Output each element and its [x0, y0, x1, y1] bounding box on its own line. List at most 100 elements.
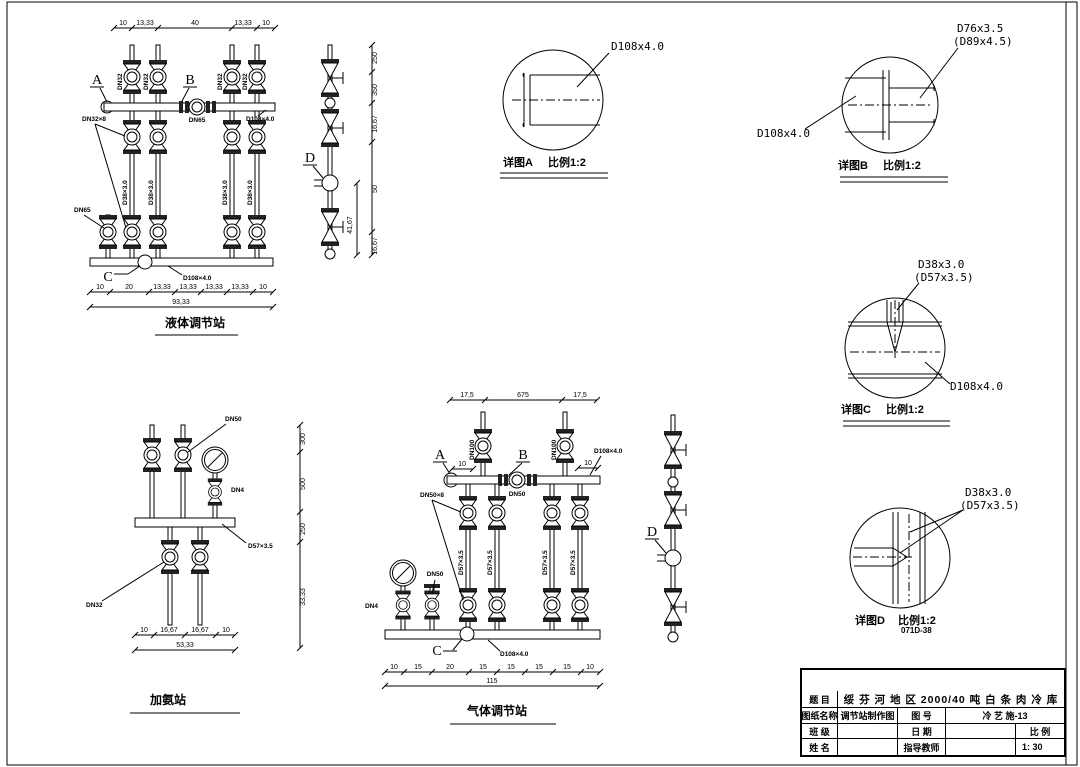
- globe-valve: [487, 495, 507, 531]
- point-a-label: A: [435, 448, 446, 463]
- field-drawing-no-label: 图 号: [898, 708, 946, 724]
- svg-text:675: 675: [517, 392, 529, 399]
- svg-text:41,67: 41,67: [347, 216, 354, 234]
- detail-d-caption: 详图D: [855, 613, 885, 627]
- charge-valve: [423, 590, 441, 620]
- field-drawing-name-label: 图纸名称: [802, 708, 838, 724]
- pipe-tee: [137, 254, 153, 270]
- field-date-label: 日 期: [898, 724, 946, 739]
- globe-valve: [122, 119, 142, 155]
- globe-valve: [222, 59, 242, 95]
- globe-valve: [247, 119, 267, 155]
- svg-text:10: 10: [222, 627, 230, 634]
- point-a-label: A: [92, 73, 103, 88]
- pressure-gauge: [389, 559, 417, 587]
- detail-d: D38x3.0 (D57x3.5) 详图D 比例1:2 071D-38: [849, 486, 1020, 635]
- field-drawing-no-value: 冷 艺 施-13: [946, 708, 1064, 724]
- svg-text:17,5: 17,5: [573, 392, 587, 399]
- globe-valve: [473, 428, 493, 464]
- globe-valve: [487, 587, 507, 623]
- title-block-spacer: [802, 670, 1064, 691]
- globe-valve: [458, 495, 478, 531]
- svg-text:10: 10: [458, 461, 466, 468]
- pipe-tee: [459, 626, 475, 642]
- point-b-label: B: [185, 73, 194, 88]
- svg-text:10: 10: [584, 460, 592, 467]
- riser-size-label: D38×3.0: [247, 180, 254, 205]
- dimension-line: 10 16,67 16,67 10 53,33: [131, 627, 239, 654]
- detail-c-scale: 比例1:2: [886, 402, 924, 416]
- dn50-label: DN50: [427, 571, 444, 578]
- svg-text:50: 50: [372, 185, 379, 193]
- svg-text:53,33: 53,33: [176, 642, 194, 649]
- pipe-riser: [197, 526, 203, 626]
- detail-c-branch-label2: (D57x3.5): [914, 271, 974, 284]
- pipe-union: [667, 476, 679, 488]
- field-class-label: 班 级: [802, 724, 838, 739]
- field-date-value: [946, 724, 1016, 739]
- dn4-label: DN4: [231, 487, 244, 494]
- riser-size-label: D57×3.5: [487, 550, 494, 575]
- bottom-header-size-label: D108×4.0: [500, 651, 529, 658]
- valve-group-label: DN32×8: [82, 116, 106, 123]
- detail-circle: [502, 49, 604, 151]
- detail-b: D76x3.5 (D89x4.5) D108x4.0 详图B 比例1:2: [757, 22, 1013, 183]
- globe-valve: [190, 539, 210, 575]
- svg-text:20: 20: [446, 664, 454, 671]
- svg-text:250: 250: [372, 52, 379, 64]
- station-title: 液体调节站: [165, 315, 225, 330]
- dimension-line: 10 20 13,33 13,33 13,33 13,33 10 93,33: [86, 284, 277, 311]
- globe-valve: [542, 495, 562, 531]
- title-block: 题 目 绥 芬 河 地 区 2000/40 吨 白 条 肉 冷 库 图纸名称 调…: [800, 668, 1066, 757]
- svg-text:500: 500: [300, 478, 307, 490]
- ammonia-station: DN50 DN4 D57×3.5 DN32 300 500 250 33,33 …: [86, 416, 307, 714]
- detail-a-scale: 比例1:2: [548, 155, 586, 169]
- svg-text:13,33: 13,33: [179, 284, 197, 291]
- svg-text:16,67: 16,67: [160, 627, 178, 634]
- detail-circle: [849, 507, 951, 609]
- point-d-label: D: [305, 151, 315, 166]
- svg-text:15: 15: [507, 664, 515, 671]
- branch-tee: [664, 549, 682, 567]
- gauge-valve: [394, 590, 412, 620]
- detail-b-small-pipe-label: D76x3.5: [957, 22, 1003, 35]
- svg-text:93,33: 93,33: [172, 299, 190, 306]
- riser-size-label: D57×3.5: [570, 550, 577, 575]
- riser-size-label: D38×3.0: [122, 180, 129, 205]
- side-valve-size-label: DN65: [74, 207, 91, 214]
- dn50-label: DN50: [225, 416, 242, 423]
- svg-text:16,67: 16,67: [191, 627, 209, 634]
- detail-c-caption: 详图C: [841, 402, 871, 416]
- detail-d-scale: 比例1:2: [898, 613, 936, 627]
- detail-circle: [844, 297, 946, 399]
- svg-text:115: 115: [486, 678, 497, 685]
- top-valve-label: DN32: [242, 73, 249, 90]
- riser-size-label: D57×3.5: [542, 550, 549, 575]
- detail-b-main-pipe-label: D108x4.0: [757, 127, 810, 140]
- globe-valve: [247, 59, 267, 95]
- dimension-line: 250 350 16,67 50 16,67 41,67: [347, 41, 379, 259]
- globe-valve: [570, 587, 590, 623]
- riser-size-label: D38×3.0: [222, 180, 229, 205]
- field-advisor-label: 指导教师: [898, 739, 946, 755]
- detail-d-note: 071D-38: [901, 626, 932, 635]
- svg-text:20: 20: [125, 284, 133, 291]
- header-size-label: D108×4.0: [594, 448, 623, 455]
- pipe-riser: [167, 526, 173, 626]
- globe-valve: [148, 59, 168, 95]
- detail-c-main-pipe-label: D108x4.0: [950, 380, 1003, 393]
- svg-text:300: 300: [300, 433, 307, 445]
- globe-valve: [222, 119, 242, 155]
- svg-text:15: 15: [414, 664, 422, 671]
- svg-text:13,33: 13,33: [205, 284, 223, 291]
- svg-text:350: 350: [372, 84, 379, 96]
- point-b-label: B: [518, 448, 527, 463]
- globe-valve: [222, 214, 242, 250]
- pipe-union: [324, 248, 336, 260]
- globe-valve: [458, 587, 478, 623]
- detail-d-branch-label: D38x3.0: [965, 486, 1011, 499]
- svg-text:13,33: 13,33: [231, 284, 249, 291]
- top-valve-label: DN32: [143, 73, 150, 90]
- gauge-valve: [207, 477, 223, 507]
